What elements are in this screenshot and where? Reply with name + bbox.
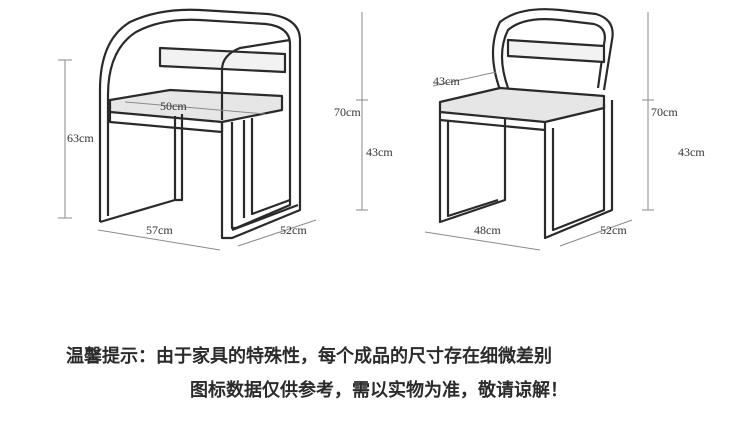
left-chair-arm	[220, 38, 291, 120]
dim-seat-height: 43cm	[366, 145, 393, 159]
dim-width-right: 48cm	[474, 223, 501, 237]
dim-line-57	[97, 229, 221, 251]
right-chair-rear-legs	[543, 100, 614, 240]
right-side-chair	[438, 8, 614, 240]
right-chair-dimension-lines	[424, 12, 654, 251]
right-chair-dimension-labels: 43cm 70cm 43cm 48cm 52cm	[433, 74, 705, 237]
notice-line-1: 温馨提示：由于家具的特殊性，每个成品的尺寸存在细微差别	[66, 346, 552, 367]
dim-seat-depth: 43cm	[433, 74, 460, 88]
dim-seat-height-right: 43cm	[678, 145, 705, 159]
right-chair-seat-front	[438, 112, 547, 132]
right-chair-front-legs	[438, 118, 507, 224]
right-chair-back-frame-inner	[500, 18, 606, 89]
left-chair-dimension-labels: 50cm 63cm 70cm 43cm 57cm 52cm	[67, 99, 393, 237]
dim-depth: 52cm	[280, 223, 307, 237]
dim-width: 57cm	[146, 223, 173, 237]
dim-line-43-seat	[432, 71, 497, 87]
notice-line-2: 图标数据仅供参考，需以实物为准，敬请谅解！	[190, 380, 568, 401]
dim-depth-right: 52cm	[600, 223, 627, 237]
dim-line-52-right	[559, 219, 633, 247]
right-chair-backrest	[506, 38, 606, 64]
left-chair-back-frame	[98, 8, 302, 240]
left-chair-backrest	[158, 46, 287, 74]
dim-line-50	[124, 101, 266, 115]
left-chair-dimension-lines	[58, 12, 368, 251]
right-chair-seat	[438, 86, 606, 124]
dim-seat-width: 50cm	[160, 99, 187, 113]
dim-line-52-left	[237, 219, 317, 247]
dim-back-height-right: 70cm	[651, 105, 678, 119]
left-chair-rear-sled	[231, 118, 299, 232]
left-chair-seat-front	[108, 112, 224, 134]
left-chair-back-frame-inner	[106, 18, 292, 230]
dim-line-48	[424, 231, 541, 251]
dim-total-height: 63cm	[67, 131, 94, 145]
dim-back-height: 70cm	[334, 105, 361, 119]
left-chair-seat	[108, 88, 284, 124]
left-armchair	[98, 8, 302, 240]
right-chair-back-frame	[491, 8, 614, 91]
left-chair-front-legs	[99, 114, 184, 224]
